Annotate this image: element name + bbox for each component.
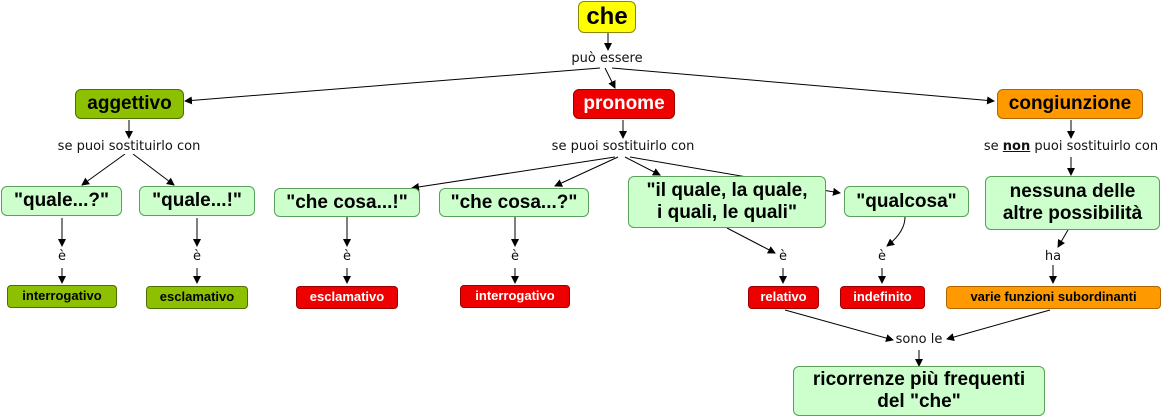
- chip-indefinito: indefinito: [840, 286, 925, 309]
- node-quale-domanda: "quale...?": [1, 186, 122, 216]
- node-aggettivo: aggettivo: [75, 89, 184, 119]
- node-il-quale: "il quale, la quale, i quali, le quali": [628, 176, 826, 228]
- node-che: che: [578, 1, 636, 33]
- label-ha: ha: [1042, 249, 1064, 264]
- label-puoi-sostituirlo: puoi sostituirlo con: [1034, 139, 1159, 154]
- node-nessuna-delle: nessuna delle altre possibilità: [985, 176, 1160, 230]
- label-se: se: [983, 139, 999, 154]
- chip-varie-funzioni: varie funzioni subordinanti: [946, 286, 1161, 309]
- label-non: non: [1002, 139, 1031, 154]
- label-e-6: è: [876, 249, 888, 264]
- node-nessuna-line1: nessuna delle: [1009, 181, 1136, 203]
- node-pronome: pronome: [573, 89, 675, 119]
- node-ricorrenze-line1: ricorrenze più frequenti: [812, 369, 1026, 391]
- label-se-non-puoi: se non puoi sostituirlo con: [981, 139, 1161, 154]
- label-e-4: è: [509, 249, 521, 264]
- label-e-1: è: [56, 249, 68, 264]
- label-e-2: è: [191, 249, 203, 264]
- chip-interrogativo-aggettivo: interrogativo: [7, 285, 117, 308]
- node-congiunzione: congiunzione: [997, 89, 1143, 119]
- label-e-3: è: [341, 249, 353, 264]
- node-qualcosa: "qualcosa": [844, 186, 969, 217]
- node-ricorrenze: ricorrenze più frequenti del "che": [793, 366, 1045, 416]
- chip-interrogativo-pronome: interrogativo: [460, 285, 570, 308]
- node-il-quale-line2: i quali, le quali": [657, 202, 797, 223]
- node-il-quale-line1: "il quale, la quale,: [646, 180, 808, 202]
- label-puo-essere: può essere: [569, 51, 645, 66]
- chip-esclamativo-aggettivo: esclamativo: [146, 286, 248, 309]
- label-se-puoi-pronome: se puoi sostituirlo con: [549, 139, 697, 154]
- node-nessuna-line2: altre possibilità: [1002, 203, 1143, 224]
- chip-esclamativo-pronome: esclamativo: [296, 286, 398, 309]
- label-e-5: è: [777, 249, 789, 264]
- chip-relativo: relativo: [748, 286, 819, 309]
- node-ricorrenze-line2: del "che": [877, 391, 961, 412]
- label-sono-le: sono le: [893, 332, 945, 347]
- label-se-puoi-aggettivo: se puoi sostituirlo con: [55, 139, 203, 154]
- node-che-cosa-domanda: "che cosa...?": [439, 188, 589, 217]
- node-che-cosa-esclamazione: "che cosa...!": [274, 188, 420, 217]
- node-quale-esclamazione: "quale...!": [139, 186, 255, 216]
